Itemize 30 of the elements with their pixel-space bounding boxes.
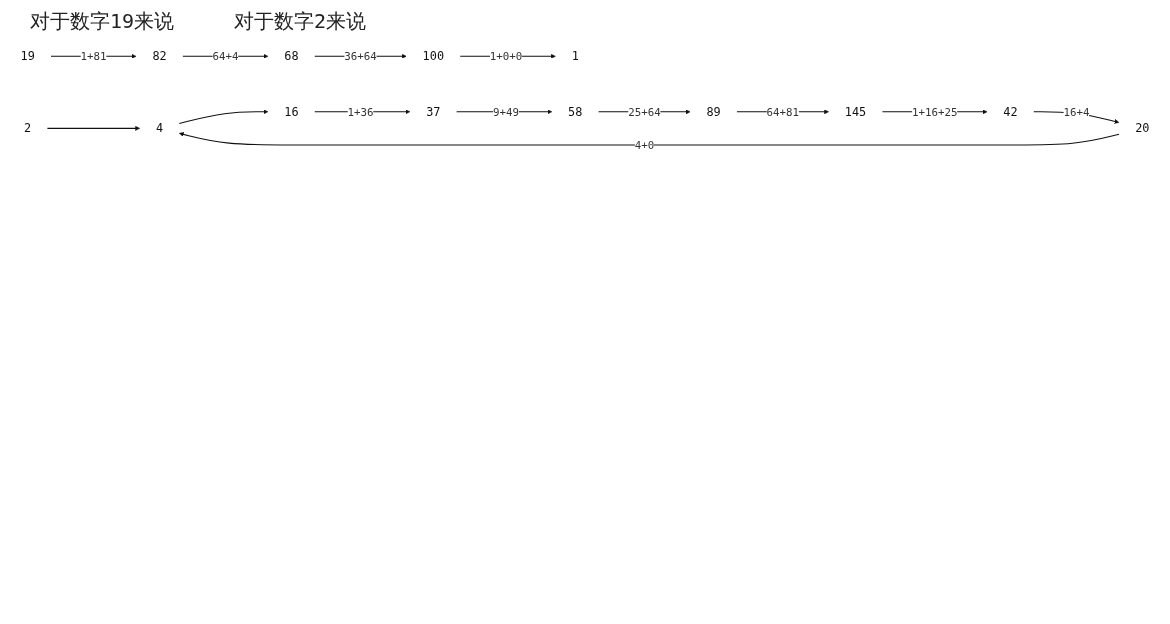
edge-label: 1+0+0 bbox=[489, 49, 523, 63]
node-text: 4 bbox=[155, 121, 164, 136]
node-text: 16 bbox=[284, 105, 299, 119]
edge-label: 36+64 bbox=[344, 49, 377, 63]
edge-label: 16+4 bbox=[1063, 105, 1090, 119]
node-text: 1 bbox=[571, 49, 579, 64]
node-text: 58 bbox=[568, 105, 583, 119]
node-text: 42 bbox=[1003, 105, 1018, 119]
arrow bbox=[178, 109, 269, 124]
section-heading: 对于数字2来说 bbox=[234, 8, 367, 35]
node-text: 89 bbox=[706, 105, 721, 119]
node-text: 37 bbox=[426, 105, 441, 119]
edge-label: 1+16+25 bbox=[912, 105, 958, 119]
node-text: 20 bbox=[1135, 121, 1150, 136]
node-text: 68 bbox=[284, 49, 299, 64]
node-text: 2 bbox=[24, 121, 32, 136]
node-text: 100 bbox=[422, 49, 445, 64]
arrow bbox=[179, 132, 1120, 146]
edge-label: 4+0 bbox=[634, 138, 655, 152]
edge-label: 1+81 bbox=[80, 49, 107, 63]
edge-label: 1+36 bbox=[347, 105, 374, 119]
edge-label: 64+81 bbox=[766, 105, 800, 119]
edge-label: 64+4 bbox=[212, 49, 239, 63]
node-text: 145 bbox=[844, 105, 867, 119]
edge-label: 25+64 bbox=[628, 105, 661, 119]
edge-label: 9+49 bbox=[493, 105, 520, 119]
arrow bbox=[46, 126, 140, 131]
section-heading: 对于数字19来说 bbox=[30, 8, 175, 35]
node-text: 82 bbox=[152, 49, 167, 64]
node-text: 19 bbox=[20, 49, 35, 64]
